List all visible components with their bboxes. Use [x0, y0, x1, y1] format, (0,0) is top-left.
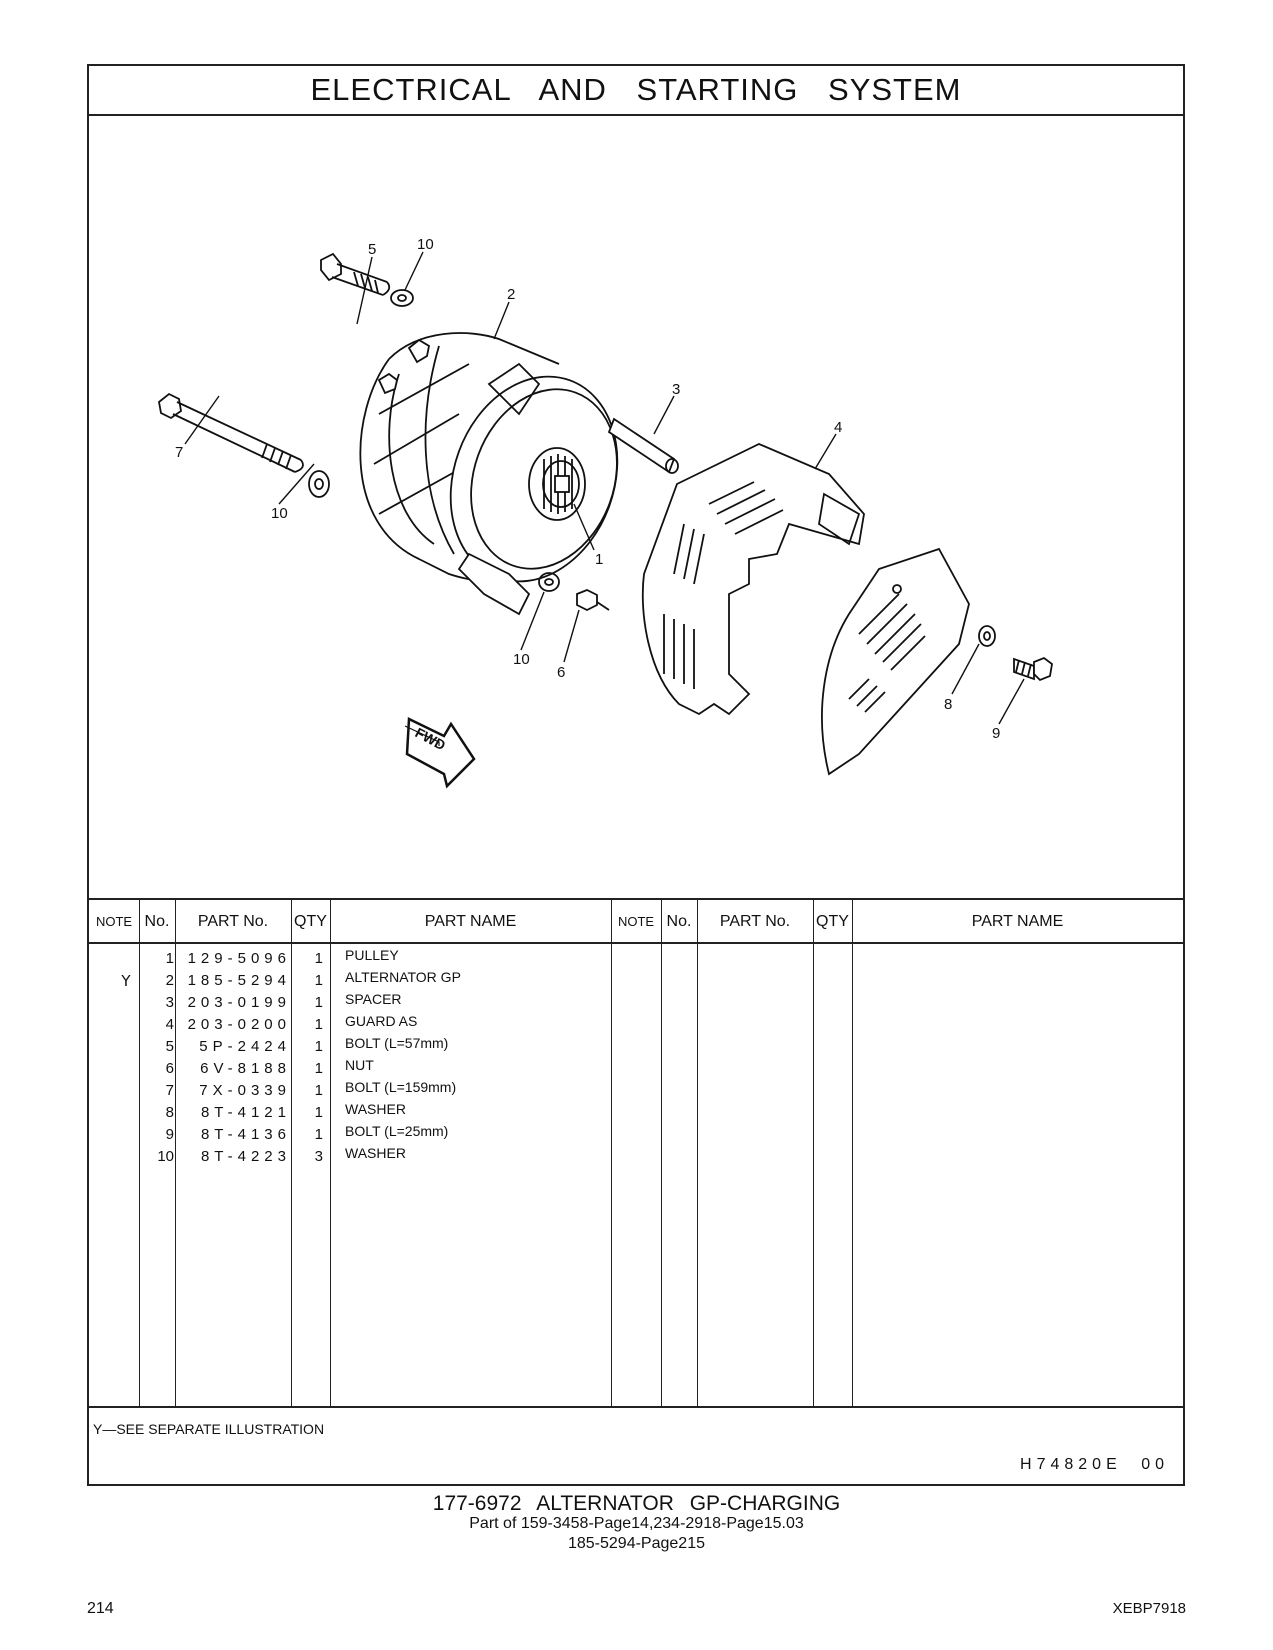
- table-row: 4 203-0200 1 GUARD AS: [89, 1013, 1183, 1039]
- quantity-cell: 1: [314, 1104, 323, 1121]
- part-number-cell: 185-5294: [187, 972, 291, 989]
- item-number-cell: 5: [165, 1038, 174, 1055]
- part-name-cell: BOLT (L=159mm): [345, 1079, 457, 1095]
- quantity-cell: 1: [314, 1060, 323, 1077]
- table-row: 8 8T-4121 1 WASHER: [89, 1101, 1183, 1127]
- table-row: 6 6V-8188 1 NUT: [89, 1057, 1183, 1083]
- part-number-cell: 5P-2424: [199, 1038, 291, 1055]
- part-name-cell: GUARD AS: [345, 1013, 418, 1029]
- table-row: 7 7X-0339 1 BOLT (L=159mm): [89, 1079, 1183, 1105]
- part-name-cell: ALTERNATOR GP: [345, 969, 461, 985]
- part-name-cell: SPACER: [345, 991, 402, 1007]
- callout-2: 2: [507, 286, 515, 303]
- page-number: 214: [87, 1600, 114, 1617]
- callout-8: 8: [944, 696, 952, 713]
- callout-6: 6: [557, 664, 565, 681]
- part-number-cell: 129-5096: [187, 950, 291, 967]
- parts-table-header: NOTE No. PART No. QTY PART NAME NOTE No.…: [89, 898, 1183, 944]
- caption-title: 177-6972 ALTERNATOR GP-CHARGING: [432, 1492, 841, 1515]
- washer-10a-drawing: [390, 289, 414, 307]
- part-number-cell: 8T-4136: [200, 1126, 291, 1143]
- part-name-cell: BOLT (L=25mm): [345, 1123, 449, 1139]
- illustration-code: H74820E 00: [1020, 1456, 1169, 1473]
- washer-8-drawing: [978, 625, 996, 647]
- table-row: 9 8T-4136 1 BOLT (L=25mm): [89, 1123, 1183, 1149]
- item-number-cell: 8: [165, 1104, 174, 1121]
- callout-5: 5: [368, 241, 376, 258]
- item-number-cell: 10: [157, 1148, 174, 1165]
- quantity-cell: 1: [314, 950, 323, 967]
- quantity-cell: 1: [314, 972, 323, 989]
- part-number-cell: 8T-4223: [200, 1148, 291, 1165]
- table-row: 5 5P-2424 1 BOLT (L=57mm): [89, 1035, 1183, 1061]
- fwd-arrow-drawing: [404, 717, 476, 789]
- header-part-no-2: PART No.: [719, 913, 791, 930]
- alternator-diagram: 5 10 2 3 4 7 10 1 10 6 8 9 FWD: [158, 236, 1053, 789]
- alternator-2-drawing: [359, 332, 619, 616]
- header-note-2: NOTE: [617, 914, 655, 929]
- header-part-name: PART NAME: [424, 913, 517, 930]
- callout-10: 10: [513, 651, 530, 668]
- part-number-cell: 8T-4121: [200, 1104, 291, 1121]
- document-code: XEBP7918: [1112, 1600, 1186, 1617]
- header-qty: QTY: [294, 913, 327, 930]
- table-row: Y 2 185-5294 1 ALTERNATOR GP: [89, 969, 1183, 995]
- footnote: Y—SEE SEPARATE ILLUSTRATION: [93, 1421, 325, 1437]
- item-number-cell: 2: [165, 972, 174, 989]
- quantity-cell: 1: [314, 994, 323, 1011]
- washer-10b-drawing: [308, 470, 330, 498]
- header-no-2: No.: [666, 913, 692, 930]
- bolt-7-drawing: [158, 392, 304, 473]
- quantity-cell: 1: [314, 1126, 323, 1143]
- table-row: 3 203-0199 1 SPACER: [89, 991, 1183, 1017]
- callout-1: 1: [595, 551, 603, 568]
- item-number-cell: 9: [165, 1126, 174, 1143]
- callout-10: 10: [417, 236, 434, 253]
- callout-3: 3: [672, 381, 680, 398]
- item-number-cell: 6: [165, 1060, 174, 1077]
- part-name-cell: NUT: [345, 1057, 374, 1073]
- header-part-no: PART No.: [197, 913, 269, 930]
- callout-7: 7: [175, 444, 183, 461]
- caption-part-of: Part of 159-3458-Page14,234-2918-Page15.…: [469, 1515, 804, 1532]
- part-number-cell: 6V-8188: [200, 1060, 291, 1077]
- bolt-9-drawing: [1013, 656, 1053, 682]
- part-number-cell: 203-0200: [187, 1016, 291, 1033]
- note-cell: Y: [121, 972, 131, 990]
- item-number-cell: 4: [165, 1016, 174, 1033]
- parts-page-frame: ELECTRICAL AND STARTING SYSTEM: [87, 64, 1185, 1486]
- quantity-cell: 1: [314, 1082, 323, 1099]
- part-number-cell: 203-0199: [187, 994, 291, 1011]
- quantity-cell: 1: [314, 1016, 323, 1033]
- guard-4-drawing: [641, 443, 865, 716]
- header-qty-2: QTY: [816, 913, 849, 930]
- quantity-cell: 3: [314, 1148, 323, 1165]
- table-row: 1 129-5096 1 PULLEY: [89, 947, 1183, 973]
- callout-10: 10: [271, 505, 288, 522]
- callout-4: 4: [834, 419, 842, 436]
- callout-9: 9: [992, 725, 1000, 742]
- caption-page-ref: 185-5294-Page215: [567, 1535, 705, 1552]
- item-number-cell: 3: [165, 994, 174, 1011]
- exploded-illustration: 5 10 2 3 4 7 10 1 10 6 8 9 FWD: [89, 114, 1183, 900]
- page-title: ELECTRICAL AND STARTING SYSTEM: [89, 66, 1183, 116]
- item-number-cell: 1: [165, 950, 174, 967]
- spacer-3-drawing: [607, 417, 679, 474]
- item-number-cell: 7: [165, 1082, 174, 1099]
- part-name-cell: PULLEY: [345, 947, 399, 963]
- bolt-5-drawing: [320, 252, 391, 296]
- guard-plate-drawing: [821, 547, 970, 776]
- quantity-cell: 1: [314, 1038, 323, 1055]
- header-part-name-2: PART NAME: [971, 913, 1064, 930]
- part-name-cell: BOLT (L=57mm): [345, 1035, 449, 1051]
- part-name-cell: WASHER: [345, 1145, 406, 1161]
- table-row: 10 8T-4223 3 WASHER: [89, 1145, 1183, 1171]
- part-number-cell: 7X-0339: [199, 1082, 291, 1099]
- part-name-cell: WASHER: [345, 1101, 406, 1117]
- header-note: NOTE: [95, 914, 133, 929]
- header-no: No.: [144, 913, 170, 930]
